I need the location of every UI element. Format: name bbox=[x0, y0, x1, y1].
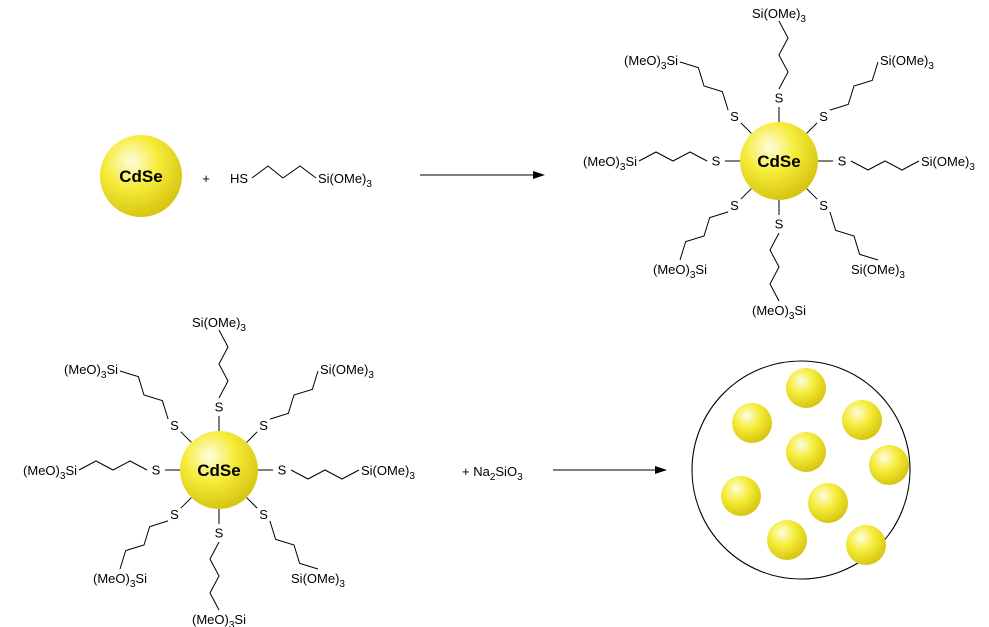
embedded-quantum-dot bbox=[721, 476, 761, 516]
embedded-quantum-dot bbox=[869, 445, 909, 485]
propyl-chain bbox=[778, 20, 789, 90]
embedded-quantum-dot bbox=[767, 520, 807, 560]
silica-encapsulated-particle bbox=[691, 360, 911, 580]
sulfur-atom-label: S bbox=[170, 418, 179, 433]
propyl-chain bbox=[829, 61, 879, 111]
propyl-chain bbox=[251, 165, 317, 179]
silane-end-group-label: Si(OMe)3 bbox=[320, 362, 374, 381]
silane-end-group-label: (MeO)3Si bbox=[752, 303, 806, 322]
propyl-chain bbox=[850, 160, 920, 171]
thiol-hs-label: HS bbox=[230, 171, 248, 186]
embedded-quantum-dot bbox=[808, 483, 848, 523]
sulfur-atom-label: S bbox=[775, 217, 784, 232]
embedded-quantum-dot bbox=[846, 525, 886, 565]
propyl-chain bbox=[679, 61, 729, 111]
sulfur-bond bbox=[180, 497, 192, 509]
silane-end-group-label: Si(OMe)3 bbox=[851, 262, 905, 281]
sulfur-atom-label: S bbox=[259, 418, 268, 433]
sulfur-atom-label: S bbox=[152, 463, 161, 478]
silane-end-group-label: Si(OMe)3 bbox=[291, 571, 345, 590]
propyl-chain bbox=[638, 151, 708, 162]
reaction-1: CdSe + HS Si(OMe)3 bbox=[100, 135, 545, 217]
propyl-chain bbox=[119, 520, 169, 570]
silane-label: Si(OMe)3 bbox=[318, 171, 372, 190]
reaction-arrow-2 bbox=[553, 466, 667, 474]
embedded-quantum-dot bbox=[732, 403, 772, 443]
sulfur-atom-label: S bbox=[730, 109, 739, 124]
sulfur-atom-label: S bbox=[838, 154, 847, 169]
silane-end-group-label: (MeO)3Si bbox=[93, 571, 147, 590]
silane-end-group-label: Si(OMe)3 bbox=[880, 53, 934, 72]
silane-end-group-label: Si(OMe)3 bbox=[361, 463, 415, 482]
silane-end-group-label: Si(OMe)3 bbox=[192, 315, 246, 334]
cdse-core-label: CdSe bbox=[119, 167, 162, 186]
silane-end-group-label: (MeO)3Si bbox=[583, 154, 637, 173]
propyl-chain bbox=[218, 329, 229, 399]
propyl-chain bbox=[269, 520, 319, 570]
silane-end-group-label: (MeO)3Si bbox=[23, 463, 77, 482]
cdse-quantum-dot bbox=[100, 135, 182, 217]
propyl-chain bbox=[209, 541, 220, 611]
cdse-quantum-dot bbox=[180, 431, 258, 509]
propyl-chain bbox=[119, 370, 169, 420]
sulfur-atom-label: S bbox=[278, 463, 287, 478]
sulfur-atom-label: S bbox=[215, 526, 224, 541]
plus-sign: + bbox=[202, 171, 210, 186]
propyl-chain bbox=[829, 211, 879, 261]
sulfur-atom-label: S bbox=[775, 91, 784, 106]
silane-end-group-label: (MeO)3Si bbox=[653, 262, 707, 281]
silane-end-group-label: (MeO)3Si bbox=[64, 362, 118, 381]
sulfur-atom-label: S bbox=[170, 507, 179, 522]
sulfur-bond bbox=[246, 431, 258, 443]
reaction-arrow-1 bbox=[420, 171, 545, 179]
sulfur-atom-label: S bbox=[730, 198, 739, 213]
silane-end-group-label: Si(OMe)3 bbox=[752, 6, 806, 25]
silane-end-group-label: (MeO)3Si bbox=[624, 53, 678, 72]
sulfur-atom-label: S bbox=[215, 400, 224, 415]
embedded-quantum-dot bbox=[786, 368, 826, 408]
embedded-quantum-dot bbox=[786, 432, 826, 472]
silane-end-group-label: (MeO)3Si bbox=[192, 612, 246, 627]
sulfur-bond bbox=[806, 188, 818, 200]
cdse-quantum-dot bbox=[740, 122, 818, 200]
sulfur-bond bbox=[740, 122, 752, 134]
propyl-chain bbox=[78, 460, 148, 471]
sulfur-atom-label: S bbox=[259, 507, 268, 522]
propyl-chain bbox=[290, 469, 360, 480]
cdse-core-label: CdSe bbox=[197, 461, 240, 480]
sulfur-bond bbox=[180, 431, 192, 443]
silane-end-group-label: Si(OMe)3 bbox=[921, 154, 975, 173]
propyl-chain bbox=[769, 232, 780, 302]
propyl-chain bbox=[679, 211, 729, 261]
propyl-chain bbox=[269, 370, 319, 420]
sulfur-bond bbox=[806, 122, 818, 134]
sulfur-atom-label: S bbox=[819, 198, 828, 213]
reaction-2: + Na2SiO3 bbox=[462, 464, 667, 483]
cdse-core-label: CdSe bbox=[757, 152, 800, 171]
sodium-silicate-label: + Na2SiO3 bbox=[462, 464, 523, 483]
embedded-quantum-dot bbox=[842, 400, 882, 440]
sulfur-atom-label: S bbox=[819, 109, 828, 124]
sulfur-atom-label: S bbox=[712, 154, 721, 169]
sulfur-bond bbox=[246, 497, 258, 509]
sulfur-bond bbox=[740, 188, 752, 200]
